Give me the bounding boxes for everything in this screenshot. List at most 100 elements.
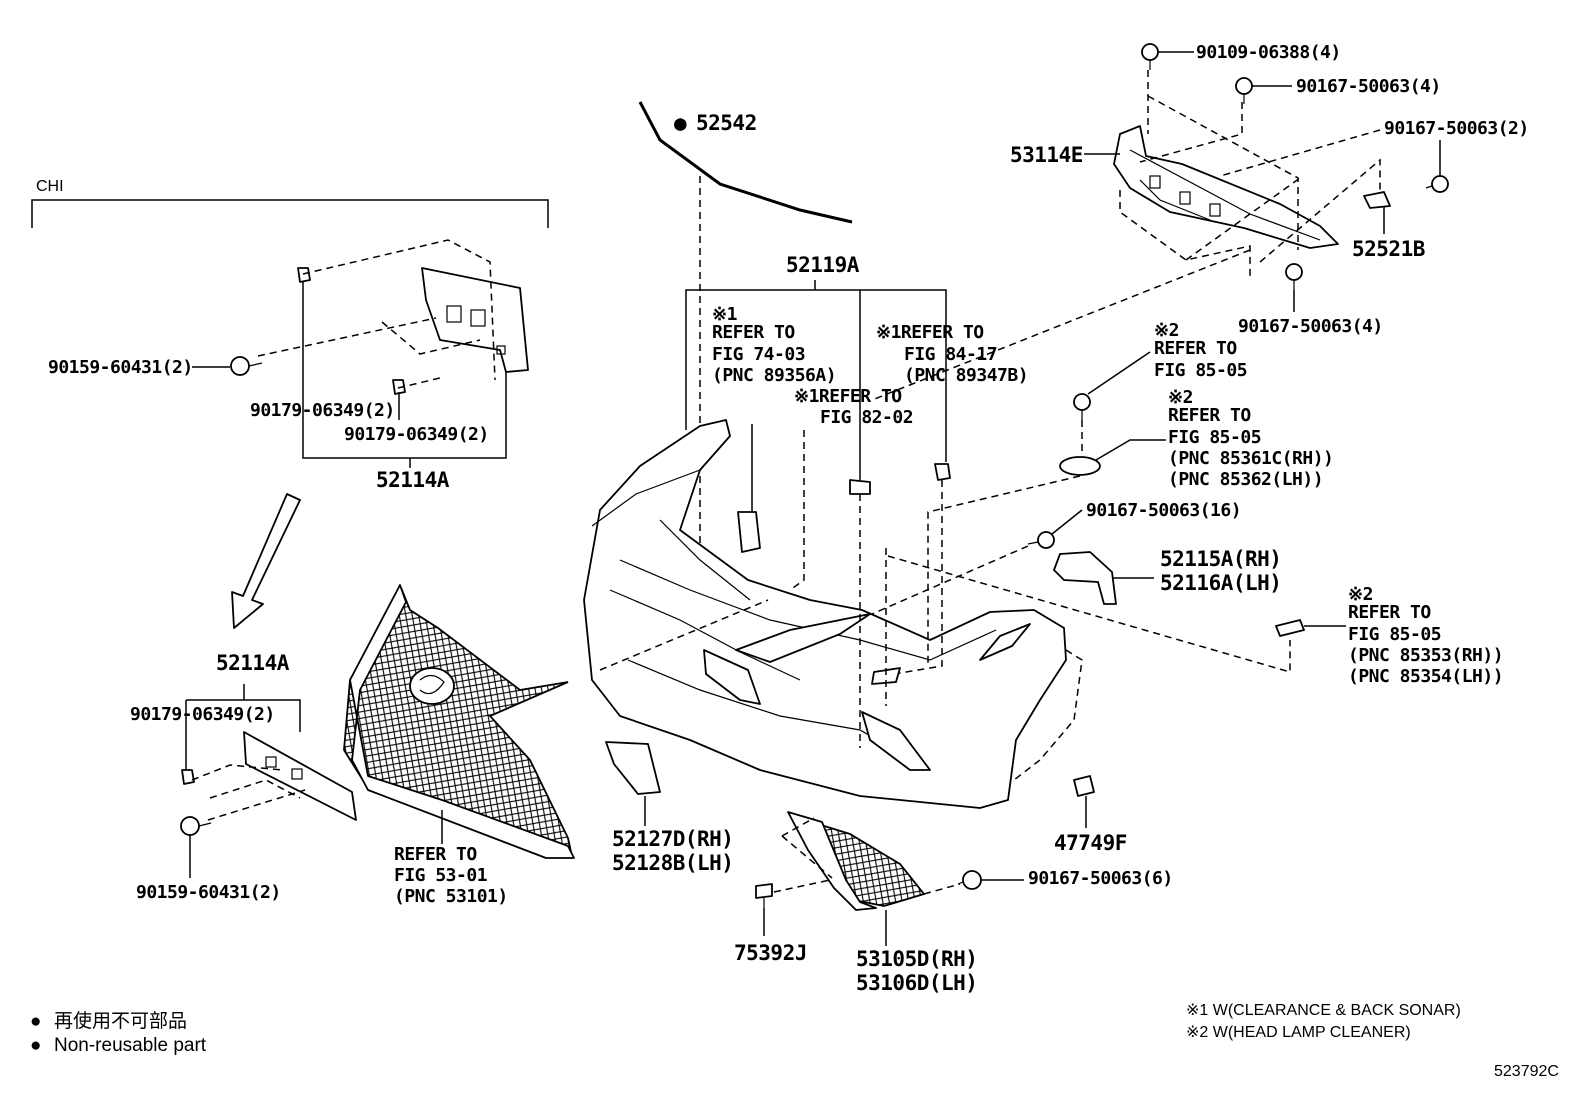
chi-group: CHI xyxy=(31,178,549,228)
note-1: ※1 W(CLEARANCE & BACK SONAR) xyxy=(1186,1002,1461,1019)
svg-text:(PNC 85353(RH)): (PNC 85353(RH)) xyxy=(1348,645,1503,666)
legend-jp: 再使用不可部品 xyxy=(54,1010,187,1032)
cleaner-cover-icon xyxy=(1059,456,1101,476)
bolt-icon xyxy=(1141,43,1159,70)
svg-text:REFER TO: REFER TO xyxy=(1168,405,1251,426)
transition-arrow-icon xyxy=(231,493,301,629)
callout-52521B: 52521B xyxy=(1352,237,1425,261)
ref-fig-85-05-c: ※2 REFER TO FIG 85-05 (PNC 85353(RH)) (P… xyxy=(1348,584,1504,687)
bolt-icon xyxy=(180,816,212,836)
radiator-grille xyxy=(343,584,575,859)
callouts: ● 52542 53114E 90109-06388(4) 90167-5006… xyxy=(48,42,1529,995)
callout-52114A-a: 52114A xyxy=(376,468,450,492)
svg-text:※2: ※2 xyxy=(1168,387,1193,408)
legend-bullet-jp: ● xyxy=(30,1011,41,1032)
svg-text:FIG 85-05: FIG 85-05 xyxy=(1348,624,1441,645)
ref-fig-53-01: REFER TO FIG 53-01 (PNC 53101) xyxy=(394,844,508,907)
callout-90159-60431-a: 90159-60431(2) xyxy=(48,357,193,378)
svg-text:(PNC 85354(LH)): (PNC 85354(LH)) xyxy=(1348,666,1503,687)
callout-52115A: 52115A(RH) xyxy=(1160,547,1281,571)
nut-clip-icon xyxy=(1363,191,1391,209)
lamp-cleaner-area xyxy=(871,351,1346,673)
svg-text:(PNC 89356A): (PNC 89356A) xyxy=(712,365,836,386)
bolt-icon xyxy=(1425,175,1449,193)
clip-47749F xyxy=(1073,775,1095,828)
svg-text:FIG 85-05: FIG 85-05 xyxy=(1154,360,1247,381)
figure-code: 523792C xyxy=(1494,1063,1559,1080)
svg-text:FIG 85-05: FIG 85-05 xyxy=(1168,427,1261,448)
svg-text:FIG 53-01: FIG 53-01 xyxy=(394,865,487,886)
callout-52119A-lines xyxy=(685,280,947,480)
bullet-icon: ● xyxy=(674,111,687,135)
callout-52127D: 52127D(RH) xyxy=(612,827,733,851)
ref-fig-84-17: ※1REFER TO FIG 84-17 (PNC 89347B) xyxy=(876,322,1029,386)
callout-90179-06349-a: 90179-06349(2) xyxy=(250,400,395,421)
svg-text:(PNC 89347B): (PNC 89347B) xyxy=(904,365,1028,386)
emblem-icon xyxy=(409,667,455,705)
bolt-icon xyxy=(1285,263,1303,290)
svg-text:FIG 84-17: FIG 84-17 xyxy=(904,344,997,365)
svg-text:※2: ※2 xyxy=(1348,584,1373,605)
footnotes: ※1 W(CLEARANCE & BACK SONAR) ※2 W(HEAD L… xyxy=(1186,1002,1559,1080)
svg-text:FIG 74-03: FIG 74-03 xyxy=(712,344,805,365)
svg-text:※1: ※1 xyxy=(712,304,737,325)
callout-75392J: 75392J xyxy=(734,941,807,965)
svg-text:※1REFER TO: ※1REFER TO xyxy=(876,322,984,343)
cleaner-cover-52353 xyxy=(1275,619,1305,637)
bolt-icon xyxy=(1235,77,1253,104)
legend: ● 再使用不可部品 ● Non-reusable part xyxy=(30,1010,207,1056)
callout-90109-06388: 90109-06388(4) xyxy=(1196,42,1341,63)
callout-47749F: 47749F xyxy=(1054,831,1127,855)
callout-90179-06349-c: 90179-06349(2) xyxy=(130,704,275,725)
ref-fig-82-02: ※1REFER TO FIG 82-02 xyxy=(794,386,914,428)
svg-text:REFER TO: REFER TO xyxy=(394,844,477,865)
callout-90167-50063-4b: 90167-50063(4) xyxy=(1238,316,1383,337)
retainer-53114E xyxy=(871,43,1449,401)
callout-90159-60431-b: 90159-60431(2) xyxy=(136,882,281,903)
svg-text:(PNC 53101): (PNC 53101) xyxy=(394,886,508,907)
svg-text:(PNC 85361C(RH)): (PNC 85361C(RH)) xyxy=(1168,448,1333,469)
fog-lamp-cover xyxy=(755,811,1024,946)
svg-text:※2: ※2 xyxy=(1154,320,1179,341)
ref-fig-85-05-a: ※2 REFER TO FIG 85-05 xyxy=(1154,320,1248,381)
license-bracket-bottom xyxy=(180,684,357,878)
callout-52542: 52542 xyxy=(696,111,757,135)
svg-text:FIG 82-02: FIG 82-02 xyxy=(820,407,913,428)
callout-90167-50063-4a: 90167-50063(4) xyxy=(1296,76,1441,97)
callout-52116A: 52116A(LH) xyxy=(1160,571,1281,595)
bolt-icon xyxy=(1027,531,1055,549)
callout-52119A: 52119A xyxy=(786,253,860,277)
svg-text:※1REFER TO: ※1REFER TO xyxy=(794,386,902,407)
callout-90179-06349-b: 90179-06349(2) xyxy=(344,424,489,445)
reference-notes: ※1 REFER TO FIG 74-03 (PNC 89356A) ※1REF… xyxy=(394,304,1504,907)
clip-icon xyxy=(755,883,773,908)
svg-text:(PNC 85362(LH)): (PNC 85362(LH)) xyxy=(1168,469,1323,490)
callout-90167-50063-6: 90167-50063(6) xyxy=(1028,868,1173,889)
callout-52128B: 52128B(LH) xyxy=(612,851,733,875)
lower-cover xyxy=(605,741,661,826)
chi-label: CHI xyxy=(36,178,64,195)
bolt-icon xyxy=(1073,393,1091,420)
bolt-icon xyxy=(957,870,982,890)
molding-strip xyxy=(638,101,853,556)
bracket-52115A xyxy=(1053,551,1117,605)
svg-text:REFER TO: REFER TO xyxy=(1348,602,1431,623)
legend-bullet-en: ● xyxy=(30,1035,41,1056)
chi-bracket xyxy=(31,199,549,228)
license-bracket-top xyxy=(192,239,529,468)
bolt-icon xyxy=(230,356,263,376)
sonar-holders xyxy=(737,424,951,748)
legend-en: Non-reusable part xyxy=(54,1035,207,1056)
callout-53106D: 53106D(LH) xyxy=(856,971,977,995)
ref-fig-74-03: ※1 REFER TO FIG 74-03 (PNC 89356A) xyxy=(712,304,837,386)
svg-text:REFER TO: REFER TO xyxy=(712,322,795,343)
callout-90167-50063-16: 90167-50063(16) xyxy=(1086,500,1241,521)
callout-90167-50063-2: 90167-50063(2) xyxy=(1384,118,1529,139)
bumper-cover xyxy=(583,419,1083,809)
callout-53114E: 53114E xyxy=(1010,143,1083,167)
callout-52114A-b: 52114A xyxy=(216,651,290,675)
svg-text:REFER TO: REFER TO xyxy=(1154,338,1237,359)
callout-53105D: 53105D(RH) xyxy=(856,947,977,971)
